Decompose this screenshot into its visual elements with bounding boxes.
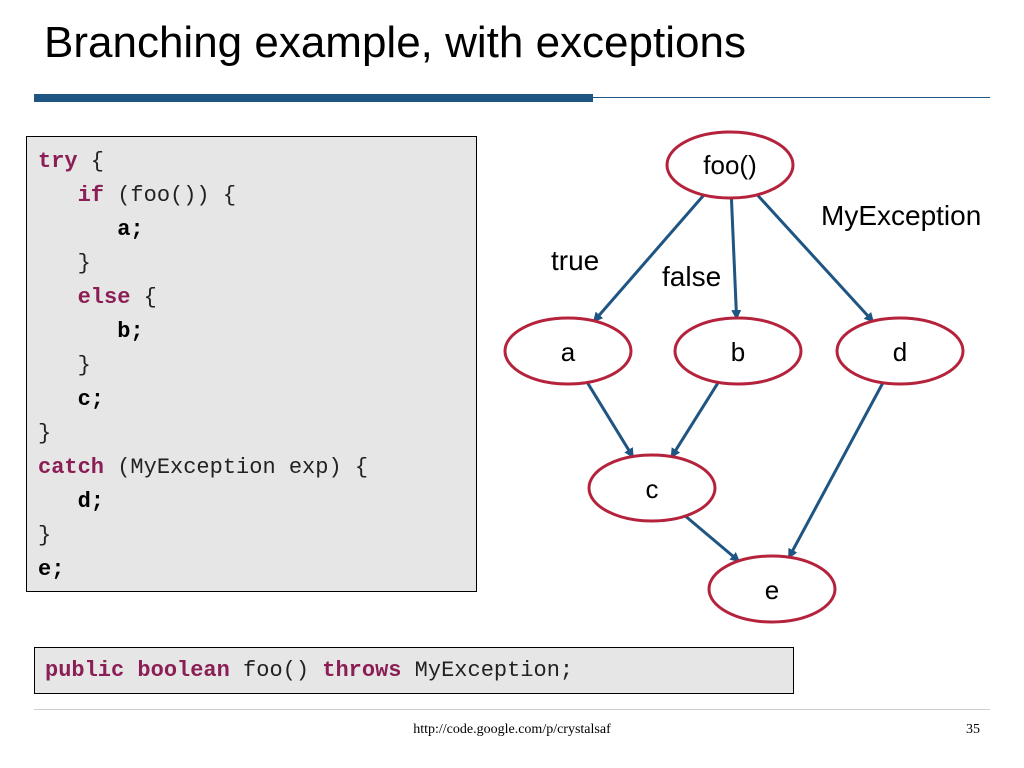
code-statement: a; xyxy=(117,217,144,242)
code-line: e; xyxy=(38,553,64,587)
code-text: (foo()) { xyxy=(104,183,237,208)
node-b: b xyxy=(673,316,803,386)
code-line: } xyxy=(38,349,91,383)
code-text: } xyxy=(38,523,52,548)
code-line: try { xyxy=(38,145,104,179)
edge-foo-to-b xyxy=(729,197,742,321)
code-keyword: catch xyxy=(38,455,105,480)
code-line: catch (MyException exp) { xyxy=(38,451,368,485)
slide-title: Branching example, with exceptions xyxy=(44,18,746,67)
title-underline-thick xyxy=(34,94,593,102)
node-a-label: a xyxy=(561,337,576,367)
node-c-label: c xyxy=(646,474,659,504)
edge-a-to-c xyxy=(585,381,635,459)
edge-label-false: false xyxy=(662,261,721,292)
edge-d-to-e xyxy=(787,382,885,559)
code-line: b; xyxy=(38,315,144,349)
code-keyword: boolean xyxy=(137,658,230,683)
edge-foo-to-a xyxy=(592,194,705,323)
code-statement: d; xyxy=(77,489,105,514)
code-text: { xyxy=(130,285,157,310)
code-block: try { if (foo()) { a; } else { b; } c;} c… xyxy=(26,136,477,592)
code-keyword: throws xyxy=(322,658,402,683)
page-number: 35 xyxy=(966,722,980,737)
node-d-label: d xyxy=(893,337,907,367)
edge-c-to-e xyxy=(684,514,741,563)
code-line: if (foo()) { xyxy=(38,179,236,213)
node-b-label: b xyxy=(731,337,745,367)
node-foo-label: foo() xyxy=(703,150,756,180)
footer-url: http://code.google.com/p/crystalsaf xyxy=(413,722,611,737)
code-statement: b; xyxy=(117,319,144,344)
code-text: foo() xyxy=(229,658,323,683)
code-line: } xyxy=(38,417,51,451)
code-text: { xyxy=(77,149,105,174)
code-line-signature: public boolean foo() throws MyException; xyxy=(45,654,573,688)
edge-foo-to-d xyxy=(756,193,875,323)
code-keyword: if xyxy=(77,183,105,208)
code-line: } xyxy=(38,247,91,281)
code-line: c; xyxy=(38,383,104,417)
code-text: } xyxy=(38,353,91,378)
signature-code-block: public boolean foo() throws MyException; xyxy=(34,647,794,694)
code-statement: c; xyxy=(77,387,105,412)
code-line: a; xyxy=(38,213,144,247)
nodes-layer: foo() a b d c e xyxy=(503,130,965,624)
code-line: d; xyxy=(38,485,104,519)
title-underline-thin xyxy=(593,97,990,98)
node-d: d xyxy=(835,316,965,386)
code-line: } xyxy=(38,519,51,553)
edge-label-myexception: MyException xyxy=(821,200,981,231)
node-a: a xyxy=(503,316,633,386)
node-e: e xyxy=(707,554,837,624)
edge-label-true: true xyxy=(551,245,599,276)
edges-layer xyxy=(585,193,885,563)
code-keyword: else xyxy=(77,285,131,310)
code-statement: e; xyxy=(38,557,65,582)
code-text: } xyxy=(38,251,91,276)
node-c: c xyxy=(587,453,717,523)
code-text: (MyException exp) { xyxy=(104,455,369,480)
code-text: } xyxy=(38,421,52,446)
edge-b-to-c xyxy=(670,381,720,459)
node-e-label: e xyxy=(765,575,779,605)
code-text: MyException; xyxy=(401,658,574,683)
code-keyword: public xyxy=(45,658,125,683)
code-keyword: try xyxy=(38,149,78,174)
footer-divider xyxy=(34,709,990,710)
code-line: else { xyxy=(38,281,157,315)
node-foo: foo() xyxy=(665,130,795,200)
